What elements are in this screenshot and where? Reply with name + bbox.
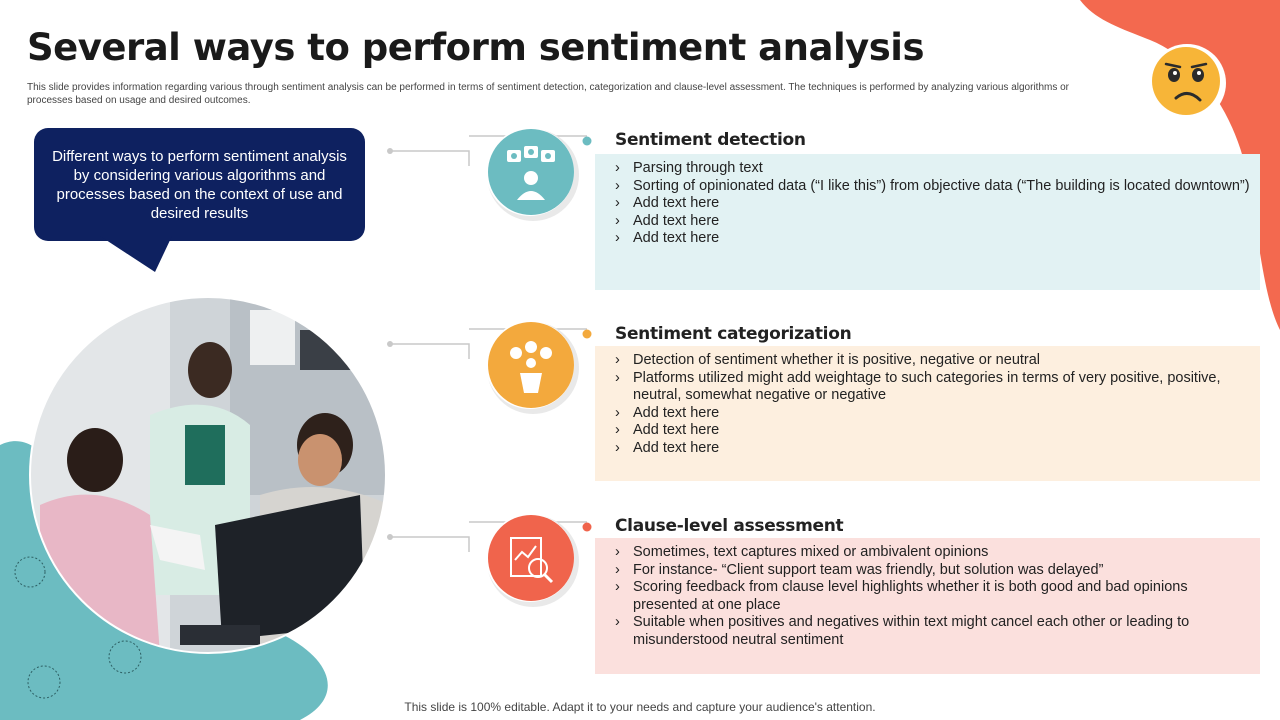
panel-clause-level-assessment: Sometimes, text captures mixed or ambiva…	[595, 538, 1260, 674]
feedback-faces-person-icon	[486, 128, 579, 221]
panel-sentiment-detection: Parsing through text Sorting of opiniona…	[595, 154, 1260, 290]
list-item: Platforms utilized might add weightage t…	[615, 370, 1254, 405]
section-heading-detection: Sentiment detection	[615, 130, 806, 150]
decorative-blob-top	[1080, 0, 1280, 330]
list-item: Detection of sentiment whether it is pos…	[615, 352, 1254, 370]
report-analysis-magnifier-icon	[486, 514, 579, 607]
page-title: Several ways to perform sentiment analys…	[27, 26, 924, 69]
section-heading-categorization: Sentiment categorization	[615, 324, 852, 344]
list-item: Suitable when positives and negatives wi…	[615, 614, 1254, 649]
list-item: Add text here	[615, 195, 1254, 213]
list-item: Add text here	[615, 440, 1254, 458]
list-item: For instance- “Client support team was f…	[615, 562, 1254, 580]
list-item: Parsing through text	[615, 160, 1254, 178]
list-item: Add text here	[615, 422, 1254, 440]
list-item: Scoring feedback from clause level highl…	[615, 579, 1254, 614]
list-item: Add text here	[615, 405, 1254, 423]
section-heading-clause: Clause-level assessment	[615, 516, 844, 536]
list-item: Sometimes, text captures mixed or ambiva…	[615, 544, 1254, 562]
page-subtitle: This slide provides information regardin…	[27, 82, 1070, 106]
list-item: Add text here	[615, 230, 1254, 248]
panel-sentiment-categorization: Detection of sentiment whether it is pos…	[595, 346, 1260, 481]
footer-note: This slide is 100% editable. Adapt it to…	[404, 700, 876, 714]
callout-tail	[100, 236, 172, 272]
callout-text: Different ways to perform sentiment anal…	[52, 148, 347, 222]
list-item: Add text here	[615, 213, 1254, 231]
worried-face-icon	[1148, 44, 1226, 122]
list-item: Sorting of opinionated data (“I like thi…	[615, 178, 1254, 196]
callout-box: Different ways to perform sentiment anal…	[34, 128, 365, 241]
rating-faces-person-icon	[486, 321, 579, 414]
team-meeting-photo	[0, 296, 387, 720]
